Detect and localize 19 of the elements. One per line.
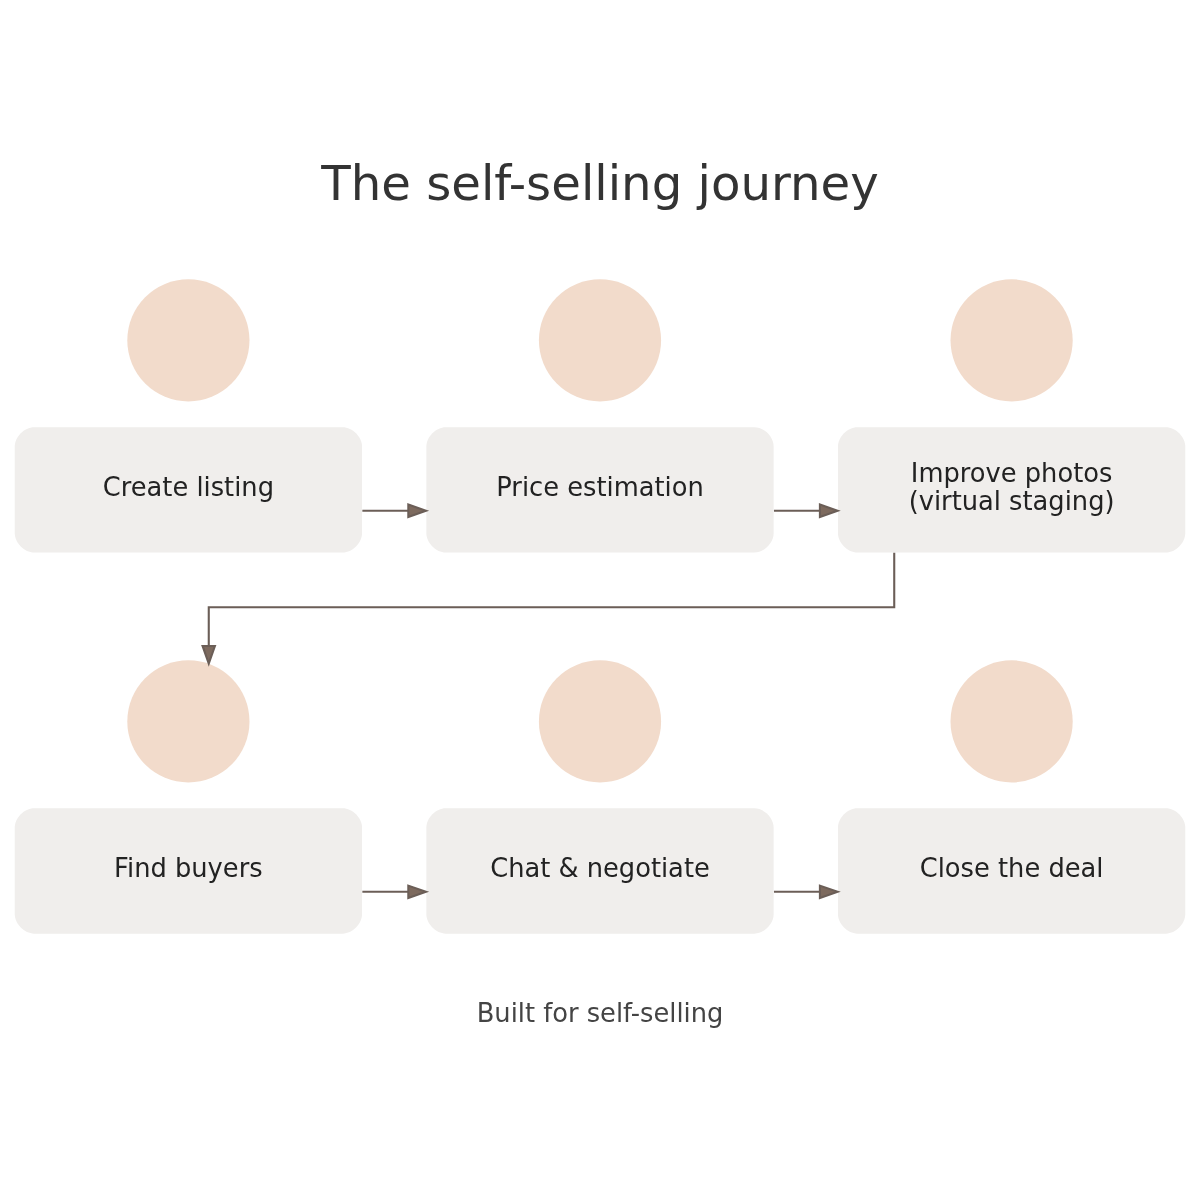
node-circle	[950, 660, 1073, 783]
arrow	[362, 884, 430, 900]
node-box: Improve photos (virtual staging)	[837, 427, 1186, 553]
node-box: Create listing	[14, 427, 363, 553]
arrow	[362, 503, 430, 519]
arrow	[773, 503, 841, 519]
node-box: Find buyers	[14, 808, 363, 934]
arrow	[773, 884, 841, 900]
node-circle	[127, 660, 250, 783]
node-circle	[950, 279, 1073, 402]
node-box: Close the deal	[837, 808, 1186, 934]
node-circle	[538, 279, 662, 402]
node-circle	[127, 279, 250, 402]
diagram-title: The self-selling journey	[321, 155, 879, 212]
node-circle	[538, 660, 662, 783]
label: Built for self-selling	[476, 997, 724, 1028]
node-box: Chat & negotiate	[426, 808, 774, 934]
node-box: Price estimation	[426, 427, 774, 553]
arrow	[201, 552, 896, 667]
